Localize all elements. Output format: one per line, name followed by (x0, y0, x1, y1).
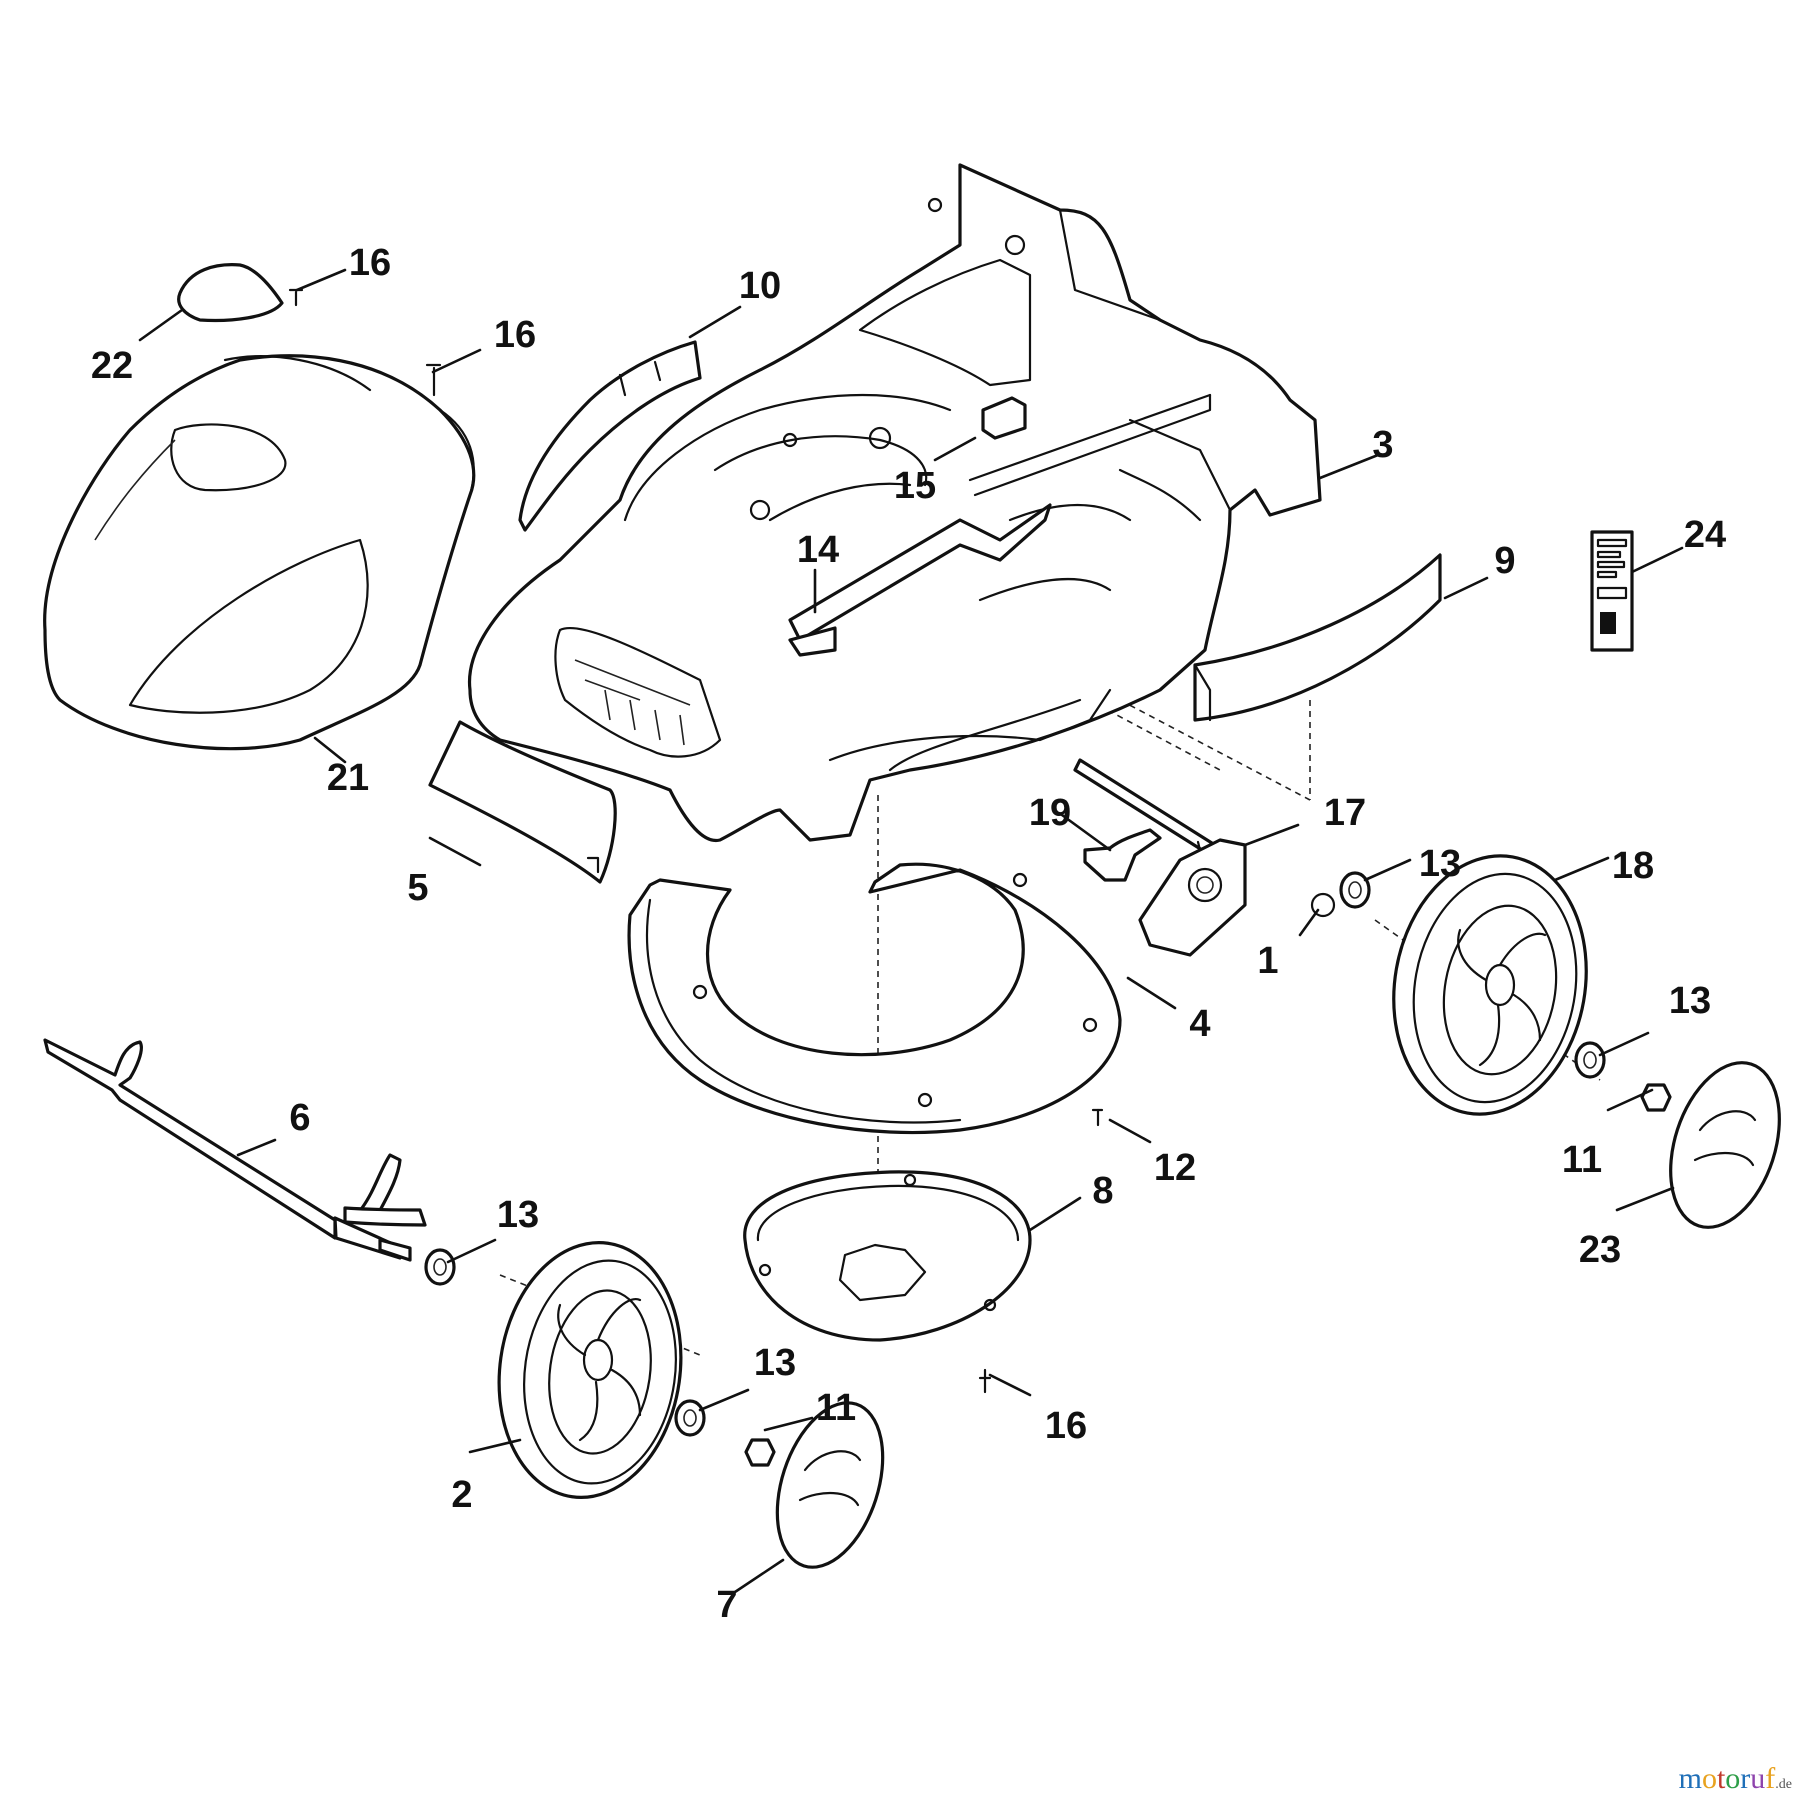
callout-7: 7 (716, 1584, 737, 1626)
part-13-bearing-b (674, 1399, 706, 1437)
watermark-letter: f (1765, 1762, 1776, 1795)
callout-15: 15 (894, 465, 936, 507)
watermark-letter: u (1750, 1762, 1766, 1795)
callout-2: 2 (451, 1474, 472, 1516)
callout-11-front: 11 (816, 1387, 856, 1429)
part-11-nut-b (1640, 1083, 1672, 1112)
part-3-deck-housing (467, 163, 1322, 842)
part-12-screw (1091, 1108, 1104, 1127)
callout-8: 8 (1092, 1170, 1113, 1212)
leader-lines (138, 268, 1684, 1594)
part-15-clip (981, 396, 1027, 440)
callout-21: 21 (327, 757, 369, 799)
part-21-rear-cover (43, 354, 476, 751)
callout-16-bottom: 16 (1045, 1405, 1087, 1447)
part-24-label (1590, 530, 1634, 652)
callout-6: 6 (289, 1097, 310, 1139)
part-23-hubcap-rear (1669, 1061, 1781, 1229)
part-16-screw-top-a (288, 288, 304, 307)
callout-14: 14 (797, 529, 839, 571)
part-17-bracket (1138, 838, 1247, 957)
part-4-ring-plate (627, 862, 1122, 1135)
callout-13-front-inner: 13 (497, 1194, 539, 1236)
part-5-flap (428, 720, 617, 884)
watermark-letter: r (1740, 1762, 1751, 1795)
callout-labels: 1 2 3 4 5 6 7 8 9 10 11 11 12 13 13 13 1… (91, 242, 1726, 1626)
watermark-letter: m (1678, 1762, 1702, 1795)
watermark-letter: t (1716, 1762, 1726, 1795)
part-8-base-plate (743, 1170, 1032, 1342)
part-13-bearing-c (1339, 871, 1371, 909)
callout-17: 17 (1324, 792, 1366, 834)
callout-12: 12 (1154, 1147, 1196, 1189)
callout-13-rear-outer: 13 (1669, 980, 1711, 1022)
callout-22: 22 (91, 345, 133, 387)
part-13-bearing-a (424, 1248, 456, 1286)
callout-10: 10 (739, 265, 781, 307)
callout-9: 9 (1494, 540, 1515, 582)
part-19-lever (1083, 828, 1162, 882)
callout-4: 4 (1189, 1003, 1210, 1045)
callout-5: 5 (407, 867, 428, 909)
callout-3: 3 (1372, 424, 1393, 466)
part-13-bearing-d (1574, 1041, 1606, 1079)
part-7-hubcap-front (775, 1401, 885, 1569)
callout-16-top-a: 16 (349, 242, 391, 284)
part-6-front-axle (43, 1038, 427, 1262)
callout-23: 23 (1579, 1229, 1621, 1271)
part-22-cap (177, 263, 284, 323)
watermark-logo: motoruf.de (1679, 1764, 1792, 1794)
part-10-side-trim (518, 340, 702, 532)
callout-11-rear: 11 (1562, 1139, 1602, 1181)
watermark-letter: o (1725, 1762, 1741, 1795)
callout-18: 18 (1612, 845, 1654, 887)
callout-13-rear-inner: 13 (1419, 843, 1461, 885)
callout-19: 19 (1029, 792, 1071, 834)
callout-1: 1 (1257, 940, 1278, 982)
part-9-bumper (1193, 553, 1442, 722)
callout-13-front-outer: 13 (754, 1342, 796, 1384)
callout-24: 24 (1684, 514, 1726, 556)
part-14-wedge (788, 626, 837, 657)
part-2-front-wheel (497, 1241, 683, 1499)
part-16-screw-bottom (978, 1368, 992, 1394)
part-18-rear-wheel (1392, 854, 1588, 1116)
watermark-letter: o (1701, 1762, 1717, 1795)
part-1-washer (1310, 892, 1336, 918)
watermark-tld: .de (1775, 1777, 1792, 1792)
watermark-name: motoruf (1679, 1762, 1776, 1795)
callout-16-top-b: 16 (494, 314, 536, 356)
part-11-nut-a (744, 1438, 776, 1467)
